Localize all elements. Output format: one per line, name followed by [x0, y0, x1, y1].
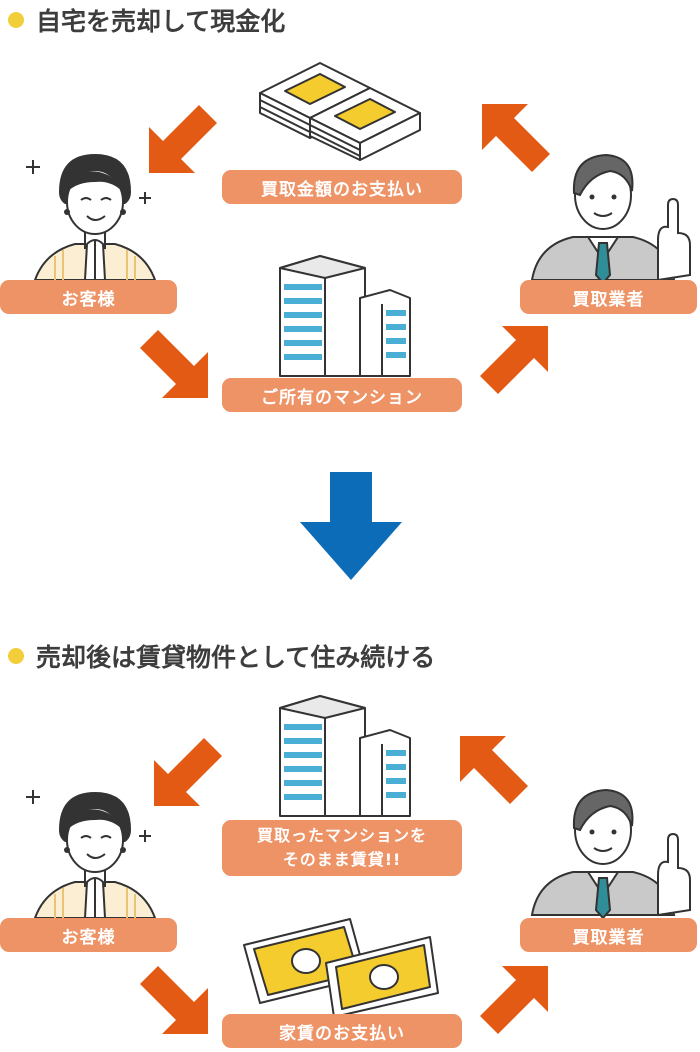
arrow-to-payment-icon	[478, 100, 550, 172]
buyer-label: 買取業者	[520, 918, 697, 952]
banknotes-icon	[240, 915, 440, 1020]
buyer-label: 買取業者	[520, 280, 697, 314]
arrow-to-buyer-icon	[480, 322, 552, 394]
arrow-to-rent-icon	[140, 966, 212, 1038]
section-1-title-text: 自宅を売却して現金化	[36, 7, 286, 36]
rental-property-line-1: 買取ったマンションを	[256, 826, 427, 845]
bullet-icon	[8, 648, 24, 664]
customer-woman-icon	[25, 140, 165, 285]
apartment-building-icon	[270, 248, 415, 378]
customer-label: お客様	[0, 280, 177, 314]
bullet-icon	[8, 12, 24, 28]
rental-property-line-2: そのまま賃貸!!	[282, 850, 402, 869]
buyer-man-icon	[528, 145, 698, 285]
property-label: ご所有のマンション	[222, 378, 462, 412]
arrow-to-buyer-icon	[480, 962, 552, 1034]
arrow-to-customer-icon	[145, 105, 217, 177]
section-2-title: 売却後は賃貸物件として住み続ける	[8, 638, 435, 674]
arrow-to-customer-icon	[150, 738, 222, 810]
arrow-to-property-icon	[140, 330, 212, 402]
transition-arrow-icon	[300, 472, 402, 582]
buyer-man-icon	[528, 780, 698, 920]
payment-label: 買取金額のお支払い	[222, 170, 462, 204]
rental-property-label: 買取ったマンションを そのまま賃貸!!	[222, 820, 462, 876]
arrow-to-property-icon	[456, 732, 528, 804]
apartment-building-icon	[270, 688, 415, 818]
section-1-title: 自宅を売却して現金化	[8, 2, 285, 38]
customer-label: お客様	[0, 918, 177, 952]
customer-woman-icon	[25, 778, 165, 923]
cash-bundles-icon	[250, 48, 430, 163]
section-2-title-text: 売却後は賃貸物件として住み続ける	[36, 643, 436, 672]
rent-payment-label: 家賃のお支払い	[222, 1014, 462, 1048]
